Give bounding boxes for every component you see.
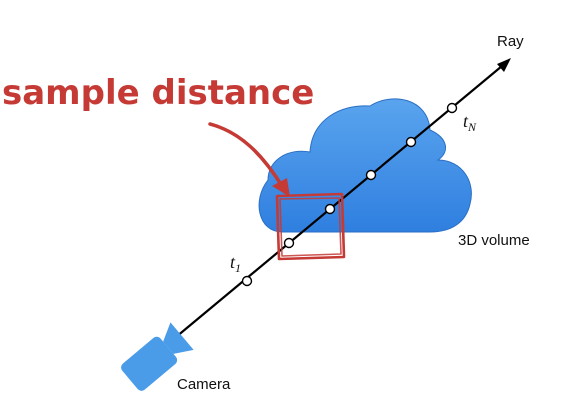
tn-label: tN — [463, 111, 477, 134]
sample-point — [324, 203, 336, 215]
sample-point — [405, 136, 417, 148]
camera-label: Camera — [177, 376, 231, 393]
sample-point-tn — [446, 102, 458, 114]
sample-point — [365, 169, 377, 181]
annotation-arrow — [208, 122, 290, 197]
svg-text:t1: t1 — [230, 252, 241, 275]
video-camera-icon — [121, 322, 194, 391]
svg-text:tN: tN — [463, 111, 477, 134]
ray-label: Ray — [497, 33, 524, 50]
sample-distance-box — [275, 192, 346, 261]
sample-point-t1 — [241, 275, 253, 287]
annotation-label: sample distance — [2, 73, 314, 113]
sample-point — [283, 237, 295, 249]
sample-points — [241, 102, 458, 287]
t1-label: t1 — [230, 252, 241, 275]
ray — [169, 58, 511, 343]
ray-arrowhead — [497, 58, 511, 72]
volume-label: 3D volume — [458, 232, 530, 249]
